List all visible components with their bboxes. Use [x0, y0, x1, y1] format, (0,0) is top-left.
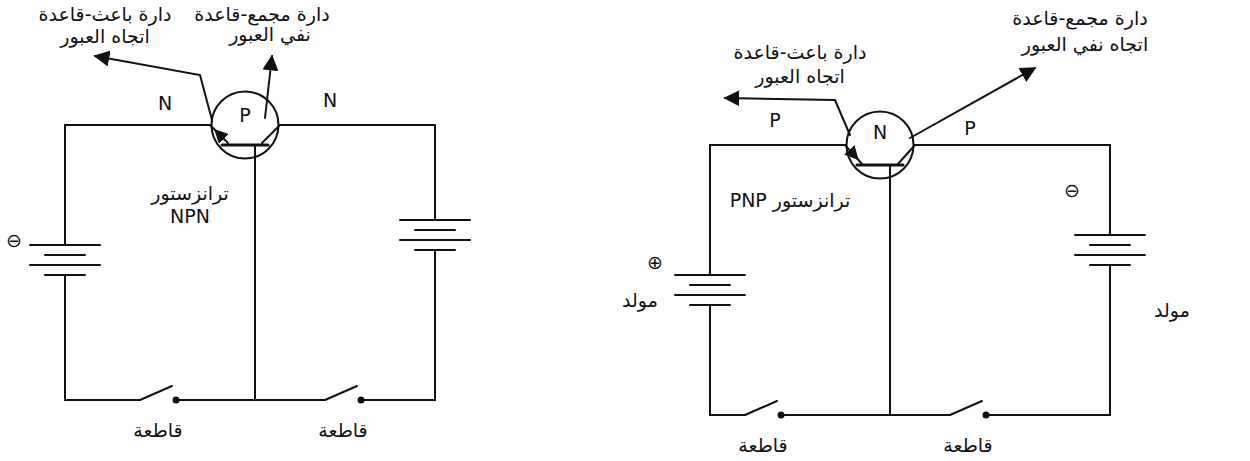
annotation-label: قاطعة — [133, 419, 182, 442]
annotation-label: قاطعة — [943, 434, 992, 457]
annotation-label: P — [964, 117, 975, 140]
annotation-label: اتجاه العبور — [60, 25, 150, 48]
transistor-circle: P — [210, 90, 280, 160]
annotation-label: P — [769, 109, 780, 132]
battery-symbol — [675, 275, 745, 305]
wire — [280, 125, 435, 400]
annotation-label: اتجاه نفي العبور — [1022, 33, 1148, 56]
annotation-label: دارة باعث-قاعدة — [39, 3, 172, 26]
switch-symbol — [140, 386, 172, 400]
battery-symbol — [400, 220, 470, 250]
circle-outline — [845, 110, 915, 180]
switch-symbol — [325, 386, 357, 400]
annotation-label: ترانزستور PNP — [730, 189, 851, 212]
switch-contact — [984, 413, 989, 418]
wire — [65, 125, 210, 400]
annotation-label: مولد — [622, 289, 658, 312]
annotation-label: اتجاه العبور — [755, 65, 845, 88]
annotation-label: N — [158, 92, 172, 115]
battery-symbol — [1075, 235, 1145, 265]
switch-symbol — [745, 401, 777, 415]
layer-letter: P — [210, 104, 280, 127]
annotation-label: دارة مجمع-قاعدة — [194, 3, 329, 26]
switch-contact — [359, 398, 364, 403]
layer-letter: N — [845, 121, 915, 144]
switch-symbol — [950, 401, 982, 415]
leader-arrow — [265, 56, 272, 118]
annotation-label: قاطعة — [738, 434, 787, 457]
annotation-label: ⊕ — [647, 251, 663, 274]
battery-symbol — [30, 245, 100, 275]
base-bar — [222, 144, 268, 147]
annotation-label: ترانزستور NPN — [140, 182, 240, 228]
annotation-label: دارة مجمع-قاعدة — [1012, 7, 1147, 30]
transistor-circle: N — [845, 110, 915, 180]
annotation-label: نفي العبور — [229, 23, 311, 46]
leader-arrow — [725, 98, 850, 135]
annotation-label: قاطعة — [318, 419, 367, 442]
switch-contact — [779, 413, 784, 418]
switch-contact — [174, 398, 179, 403]
annotation-label: مولد — [1154, 299, 1190, 322]
annotation-label: ⊖ — [6, 229, 22, 252]
annotation-label: N — [323, 89, 337, 112]
wire — [710, 145, 845, 415]
wire — [915, 145, 1110, 415]
annotation-label: ⊖ — [1064, 179, 1080, 202]
leader-arrow — [95, 56, 212, 120]
annotation-label: دارة باعث-قاعدة — [734, 41, 867, 64]
